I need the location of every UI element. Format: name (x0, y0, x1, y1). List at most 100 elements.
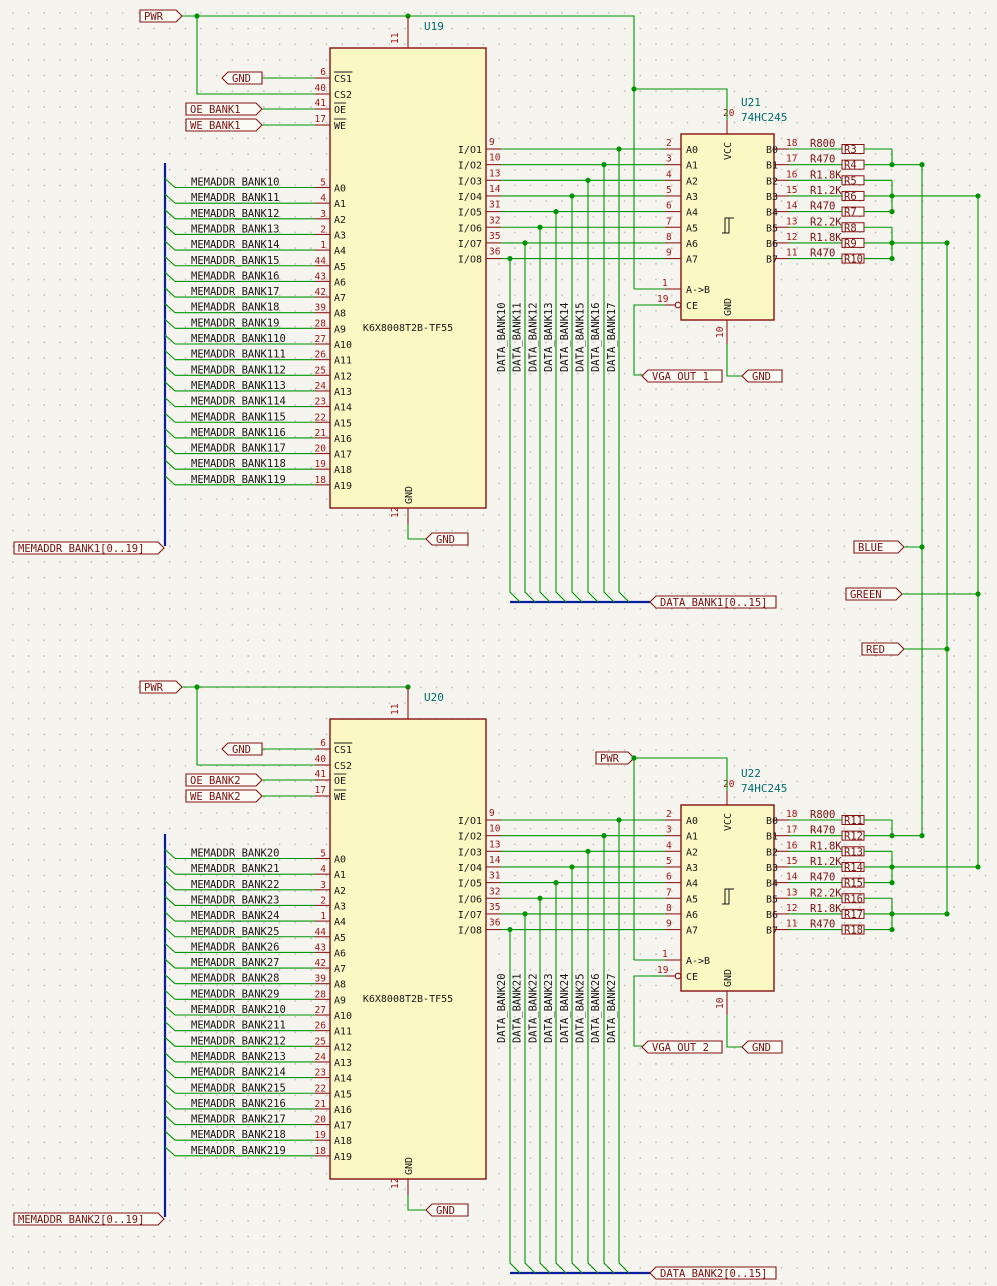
address-pin-number: 4 (320, 193, 326, 204)
resistor-reference: R10 (844, 254, 863, 266)
vga-out-label-box (641, 1040, 723, 1054)
bus-entry (164, 350, 176, 361)
b-pin-number: 13 (786, 887, 797, 898)
io-pin-number: 35 (489, 231, 500, 242)
address-pin-number: 44 (315, 927, 327, 938)
power-label-text: PWR (144, 11, 164, 23)
address-pin-name: A3 (334, 901, 346, 912)
wire (407, 524, 426, 540)
gnd-label: GND (425, 1203, 469, 1217)
we-label: WE_BANK1 (185, 118, 263, 132)
data-drop-wire (555, 211, 567, 603)
data-drop-wire (571, 866, 583, 1274)
bus-entry (164, 927, 176, 938)
green-label-box (845, 587, 903, 601)
address-net-label: MEMADDR_BANK12 (191, 208, 280, 220)
resistor-reference: R3 (844, 144, 857, 156)
a-pin-number: 2 (666, 138, 672, 149)
io-pin-number: 31 (489, 200, 501, 211)
junction-dot (889, 209, 895, 215)
address-net-label: MEMADDR_BANK10 (191, 177, 280, 189)
address-net-label: MEMADDR_BANK215 (191, 1082, 286, 1094)
data-net-label: DATA_BANK11 (512, 302, 524, 372)
data-drop-wire (524, 242, 536, 603)
address-pin-number: 1 (320, 911, 326, 922)
io-pin-name: I/O2 (458, 832, 482, 843)
b-pin-name: B6 (766, 910, 778, 921)
address-pin-name: A5 (334, 262, 346, 273)
data-net-label: DATA_BANK20 (496, 973, 508, 1043)
address-pin-number: 18 (315, 475, 327, 486)
address-net-label: MEMADDR_BANK15 (191, 255, 280, 267)
resistor-value: R470 (810, 919, 835, 931)
data-net-label: DATA_BANK14 (559, 302, 571, 372)
wire (196, 687, 315, 766)
control-pin-number: 41 (315, 98, 327, 109)
b-pin-name: B6 (766, 239, 778, 250)
gnd-pin-number: 10 (715, 997, 726, 1009)
vcc-pin-number: 20 (723, 779, 735, 790)
a-pin-number: 3 (666, 154, 672, 165)
a-pin-number: 6 (666, 872, 672, 883)
control-pin-number: 40 (315, 83, 327, 94)
data-net-label: DATA_BANK23 (543, 973, 555, 1043)
gnd-pin-name: GND (404, 486, 415, 504)
address-pin-number: 3 (320, 880, 326, 891)
b-pin-number: 12 (786, 903, 797, 914)
gnd-pin-name: GND (723, 969, 734, 987)
address-pin-name: A16 (334, 1105, 352, 1116)
ce-wire (633, 304, 650, 376)
address-pin-name: A14 (334, 403, 352, 414)
data-net-label: DATA_BANK13 (543, 302, 555, 372)
gnd-label-box (425, 1203, 469, 1217)
io-pin-number: 14 (489, 184, 501, 195)
resistor-value: R470 (810, 248, 835, 260)
control-pin-name: WE (334, 121, 346, 132)
io-pin-number: 13 (489, 839, 500, 850)
address-net-label: MEMADDR_BANK219 (191, 1145, 286, 1157)
ic-value-label: K6X8008T2B-TF55 (363, 994, 453, 1005)
io-pin-number: 32 (489, 886, 500, 897)
data-drop-wire (555, 882, 567, 1274)
control-pin-number: 41 (315, 769, 327, 780)
control-pin-number: 6 (320, 738, 326, 749)
address-net-label: MEMADDR_BANK24 (191, 910, 280, 922)
oe-label: OE_BANK2 (185, 773, 263, 787)
address-net-label: MEMADDR_BANK114 (191, 396, 286, 408)
bus-entry (164, 1068, 176, 1079)
bus-entry (164, 1052, 176, 1063)
data-drop-wire (587, 851, 599, 1274)
data-drop-wire (618, 820, 630, 1274)
resistor-value: R2.2K (810, 216, 842, 228)
resistor-reference: R6 (844, 191, 857, 203)
address-pin-name: A12 (334, 1042, 352, 1053)
bus-entry (164, 303, 176, 314)
address-pin-number: 43 (315, 942, 326, 953)
b-pin-name: B1 (766, 161, 778, 172)
address-bus-label: MEMADDR_BANK1[0..19] (13, 541, 165, 555)
address-pin-name: A19 (334, 1152, 352, 1163)
address-pin-number: 28 (315, 989, 327, 1000)
address-pin-number: 2 (320, 895, 326, 906)
green-label: GREEN (845, 587, 903, 601)
address-pin-name: A6 (334, 948, 346, 959)
resistor-reference: R13 (844, 846, 863, 858)
ic-reference: U20 (424, 691, 444, 704)
bus-entry (164, 397, 176, 408)
b-pin-number: 17 (786, 154, 797, 165)
address-pin-name: A0 (334, 855, 346, 866)
gnd-pin-number: 10 (715, 326, 726, 338)
b-pin-name: B0 (766, 816, 778, 827)
ce-pin-number: 19 (657, 965, 669, 976)
resistor-reference: R18 (844, 925, 863, 937)
address-pin-number: 25 (315, 365, 326, 376)
address-pin-number: 20 (315, 444, 327, 455)
address-pin-name: A8 (334, 980, 346, 991)
sram-chip-body (329, 718, 487, 1180)
dir-pin-number: 1 (662, 949, 668, 960)
address-pin-name: A18 (334, 465, 352, 476)
address-pin-number: 19 (315, 459, 327, 470)
a-pin-number: 2 (666, 809, 672, 820)
gnd-label: GND (741, 1040, 783, 1054)
address-pin-name: A7 (334, 293, 346, 304)
